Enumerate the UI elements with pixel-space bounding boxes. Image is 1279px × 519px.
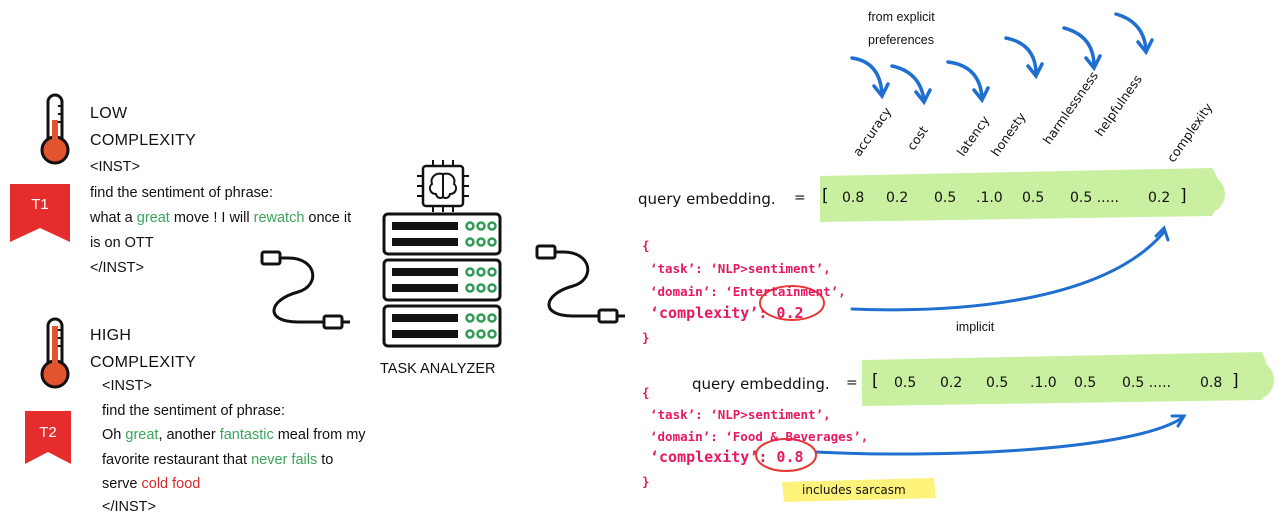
json1-open: { xyxy=(642,238,650,253)
task1-inst-open: <INST> xyxy=(90,159,140,175)
complexity1-circle xyxy=(759,285,825,321)
embedding2-close-bracket: ] xyxy=(1232,371,1239,391)
embedding2-value-harmlessness: 0.5 xyxy=(1074,375,1097,391)
implicit-arrow-1 xyxy=(850,230,1166,312)
task2-line1: find the sentiment of phrase: xyxy=(102,403,285,419)
complexity2-circle xyxy=(755,438,817,472)
json2-domain: ‘domain’: ‘Food & Beverages’, xyxy=(650,429,869,444)
task2-inst-close: </INST> xyxy=(102,499,156,515)
task-analyzer-label: TASK ANALYZER xyxy=(380,361,496,377)
json1-task: ‘task’: ‘NLP>sentiment’, xyxy=(650,261,831,276)
embedding2-label: query embedding. xyxy=(692,375,830,393)
task2-inst-open: <INST> xyxy=(102,378,152,394)
preference-arrows xyxy=(850,12,1154,106)
task2-thermometer-icon xyxy=(38,316,72,390)
brain-chip-icon xyxy=(413,158,473,214)
sarcasm-note: includes sarcasm xyxy=(802,483,906,497)
server-icon xyxy=(380,210,504,350)
json2-complexity: ‘complexity’: 0.8 xyxy=(650,448,804,466)
json2-open: { xyxy=(642,385,650,400)
task1-badge: T1 xyxy=(8,182,72,244)
embedding1-equals: = xyxy=(794,190,806,206)
task1-line2: what a great move ! I will rewatch once … xyxy=(90,210,352,226)
task2-line2: Oh great, another fantastic meal from my xyxy=(102,427,366,443)
task2-title-line1: HIGH xyxy=(90,327,132,344)
embedding1-value-accuracy: 0.8 xyxy=(842,190,865,206)
embedding2-value-latency: 0.5 xyxy=(986,375,1009,391)
embedding1-open-bracket: [ xyxy=(822,186,829,206)
task2-badge-label: T2 xyxy=(39,424,57,441)
task2-line3: favorite restaurant that never fails to xyxy=(102,452,334,468)
task2-badge: T2 xyxy=(24,410,72,466)
json1-domain: ‘domain’: ‘Entertainment’, xyxy=(650,284,846,299)
json1-complexity: ‘complexity’: 0.2 xyxy=(650,304,804,322)
embedding2-value-honesty: .1.0 xyxy=(1030,375,1057,391)
task1-badge-label: T1 xyxy=(31,196,49,213)
embedding1-value-cost: 0.2 xyxy=(886,190,909,206)
embedding2-open-bracket: [ xyxy=(872,371,879,391)
task2-line4: serve cold food xyxy=(102,476,201,492)
embedding1-value-latency: 0.5 xyxy=(934,190,957,206)
task1-title-line2: COMPLEXITY xyxy=(90,132,197,149)
embedding1-value-honesty: .1.0 xyxy=(976,190,1003,206)
preferences-label-line2: preferences xyxy=(868,33,935,47)
task2-title-line2: COMPLEXITY xyxy=(90,354,197,371)
task1-line1: find the sentiment of phrase: xyxy=(90,185,273,201)
embedding1-value-helpfulness: 0.5 ..... xyxy=(1070,190,1119,206)
task1-line3: is on OTT xyxy=(90,235,154,251)
json1-close: } xyxy=(642,330,650,345)
cable-right-icon xyxy=(533,240,633,330)
implicit-label: implicit xyxy=(956,320,995,334)
json2-task: ‘task’: ‘NLP>sentiment’, xyxy=(650,407,831,422)
embedding2-highlight xyxy=(862,352,1274,406)
embedding2-value-helpfulness: 0.5 ..... xyxy=(1122,375,1171,391)
preferences-label-line1: from explicit xyxy=(868,10,935,24)
embedding1-value-harmlessness: 0.5 xyxy=(1022,190,1045,206)
embedding2-equals: = xyxy=(846,375,858,391)
embedding2-value-complexity: 0.8 xyxy=(1200,375,1223,391)
cable-left-icon xyxy=(258,246,358,336)
embedding2-value-accuracy: 0.5 xyxy=(894,375,917,391)
sarcasm-note-highlight xyxy=(782,478,936,502)
embedding1-close-bracket: ] xyxy=(1180,186,1187,206)
task1-thermometer-icon xyxy=(38,92,72,166)
implicit-arrow-2 xyxy=(814,416,1184,456)
task1-inst-close: </INST> xyxy=(90,260,144,276)
task1-title-line1: LOW xyxy=(90,105,128,122)
json2-close: } xyxy=(642,474,650,489)
embedding1-label: query embedding. xyxy=(638,190,776,208)
embedding2-value-cost: 0.2 xyxy=(940,375,963,391)
embedding1-highlight xyxy=(820,168,1225,222)
embedding1-value-complexity: 0.2 xyxy=(1148,190,1171,206)
